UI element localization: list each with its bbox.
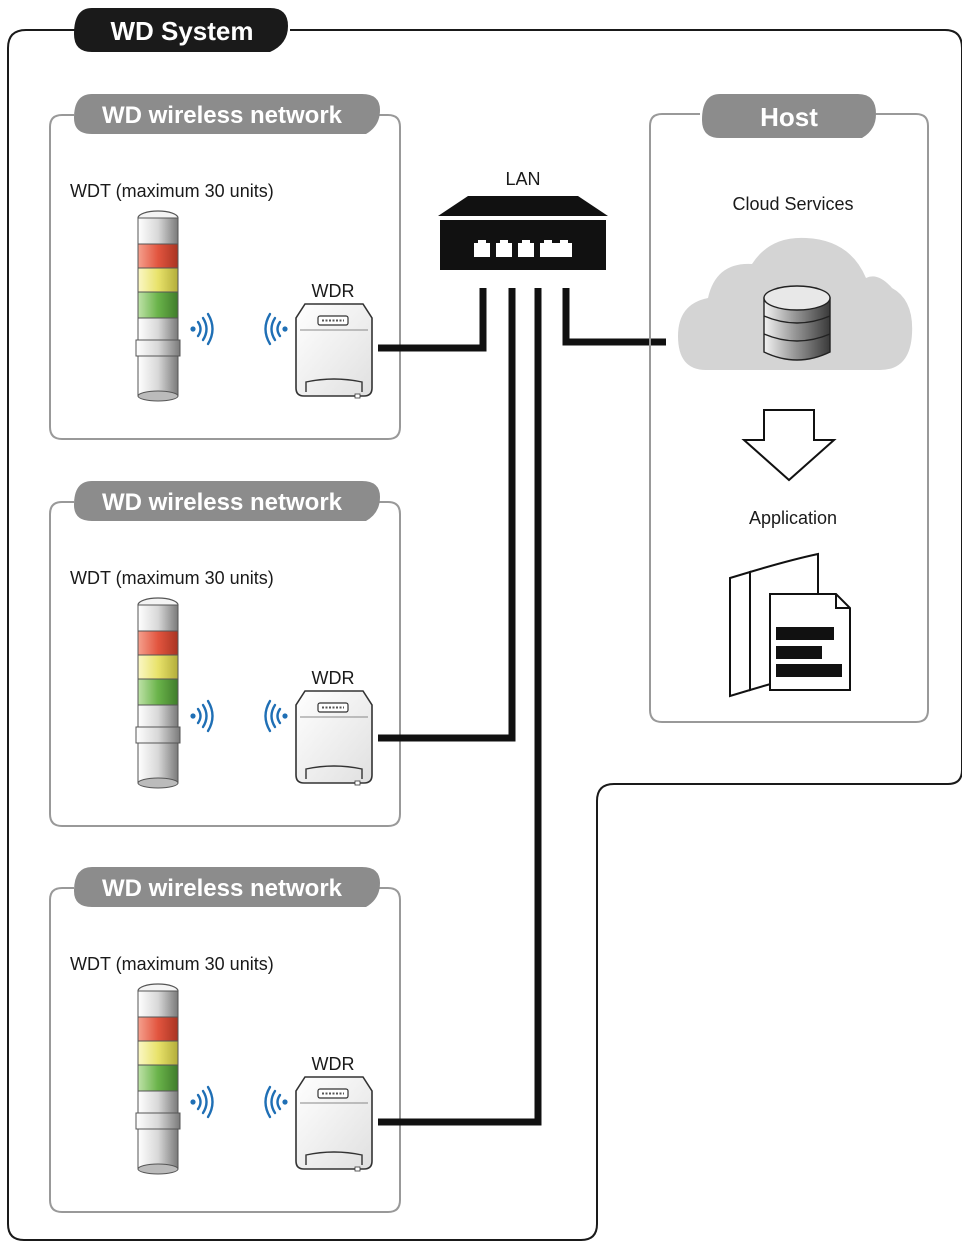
database-icon	[763, 285, 831, 361]
network-title-pill: WD wireless network	[74, 867, 380, 907]
cloud-services-label: Cloud Services	[732, 194, 853, 214]
host-title-pill: Host	[702, 94, 876, 138]
wireless-signal-icon	[264, 1085, 289, 1119]
wdr-label: WDR	[312, 668, 355, 688]
wdt-label: WDT (maximum 30 units)	[70, 568, 274, 588]
network-title: WD wireless network	[102, 875, 343, 902]
network-panel-3: WD wireless network WDT (maximum 30 unit…	[49, 867, 401, 1213]
wdr-device-icon	[295, 1076, 373, 1172]
wireless-signal-icon	[264, 699, 289, 733]
lan-label: LAN	[505, 169, 540, 189]
wireless-signal-icon	[189, 699, 214, 733]
wdr-device-icon	[295, 303, 373, 399]
lan-switch-icon	[438, 196, 608, 270]
wdt-signal-tower	[135, 210, 181, 402]
wd-system-title-pill: WD System	[74, 8, 288, 52]
application-document-icon	[729, 552, 851, 698]
lan-cable-2	[378, 288, 516, 742]
wireless-signal-icon	[189, 312, 214, 346]
network-title-pill: WD wireless network	[74, 481, 380, 521]
wdr-device-icon	[295, 690, 373, 786]
wd-system-title: WD System	[110, 16, 253, 46]
wireless-signal-icon	[189, 1085, 214, 1119]
lan-cable-3	[378, 288, 542, 1126]
wdt-signal-tower	[135, 983, 181, 1175]
network-panel-1: WD wireless network WDT (maximum 30 unit…	[49, 94, 401, 440]
network-title-pill: WD wireless network	[74, 94, 380, 134]
lan-cable-host	[562, 288, 666, 346]
lan-cables	[378, 288, 666, 1126]
network-panel-2: WD wireless network WDT (maximum 30 unit…	[49, 481, 401, 827]
wireless-signal-icon	[264, 312, 289, 346]
network-title: WD wireless network	[102, 489, 343, 516]
wdt-label: WDT (maximum 30 units)	[70, 181, 274, 201]
wdr-label: WDR	[312, 281, 355, 301]
wd-system-frame	[7, 29, 962, 1241]
host-panel: Host Cloud Services Application	[649, 94, 929, 723]
application-label: Application	[749, 508, 837, 528]
lan-cable-1	[378, 288, 487, 352]
down-arrow-icon	[741, 409, 837, 482]
network-title: WD wireless network	[102, 102, 343, 129]
wdr-label: WDR	[312, 1054, 355, 1074]
wdt-signal-tower	[135, 597, 181, 789]
host-title: Host	[760, 102, 818, 132]
wdt-label: WDT (maximum 30 units)	[70, 954, 274, 974]
